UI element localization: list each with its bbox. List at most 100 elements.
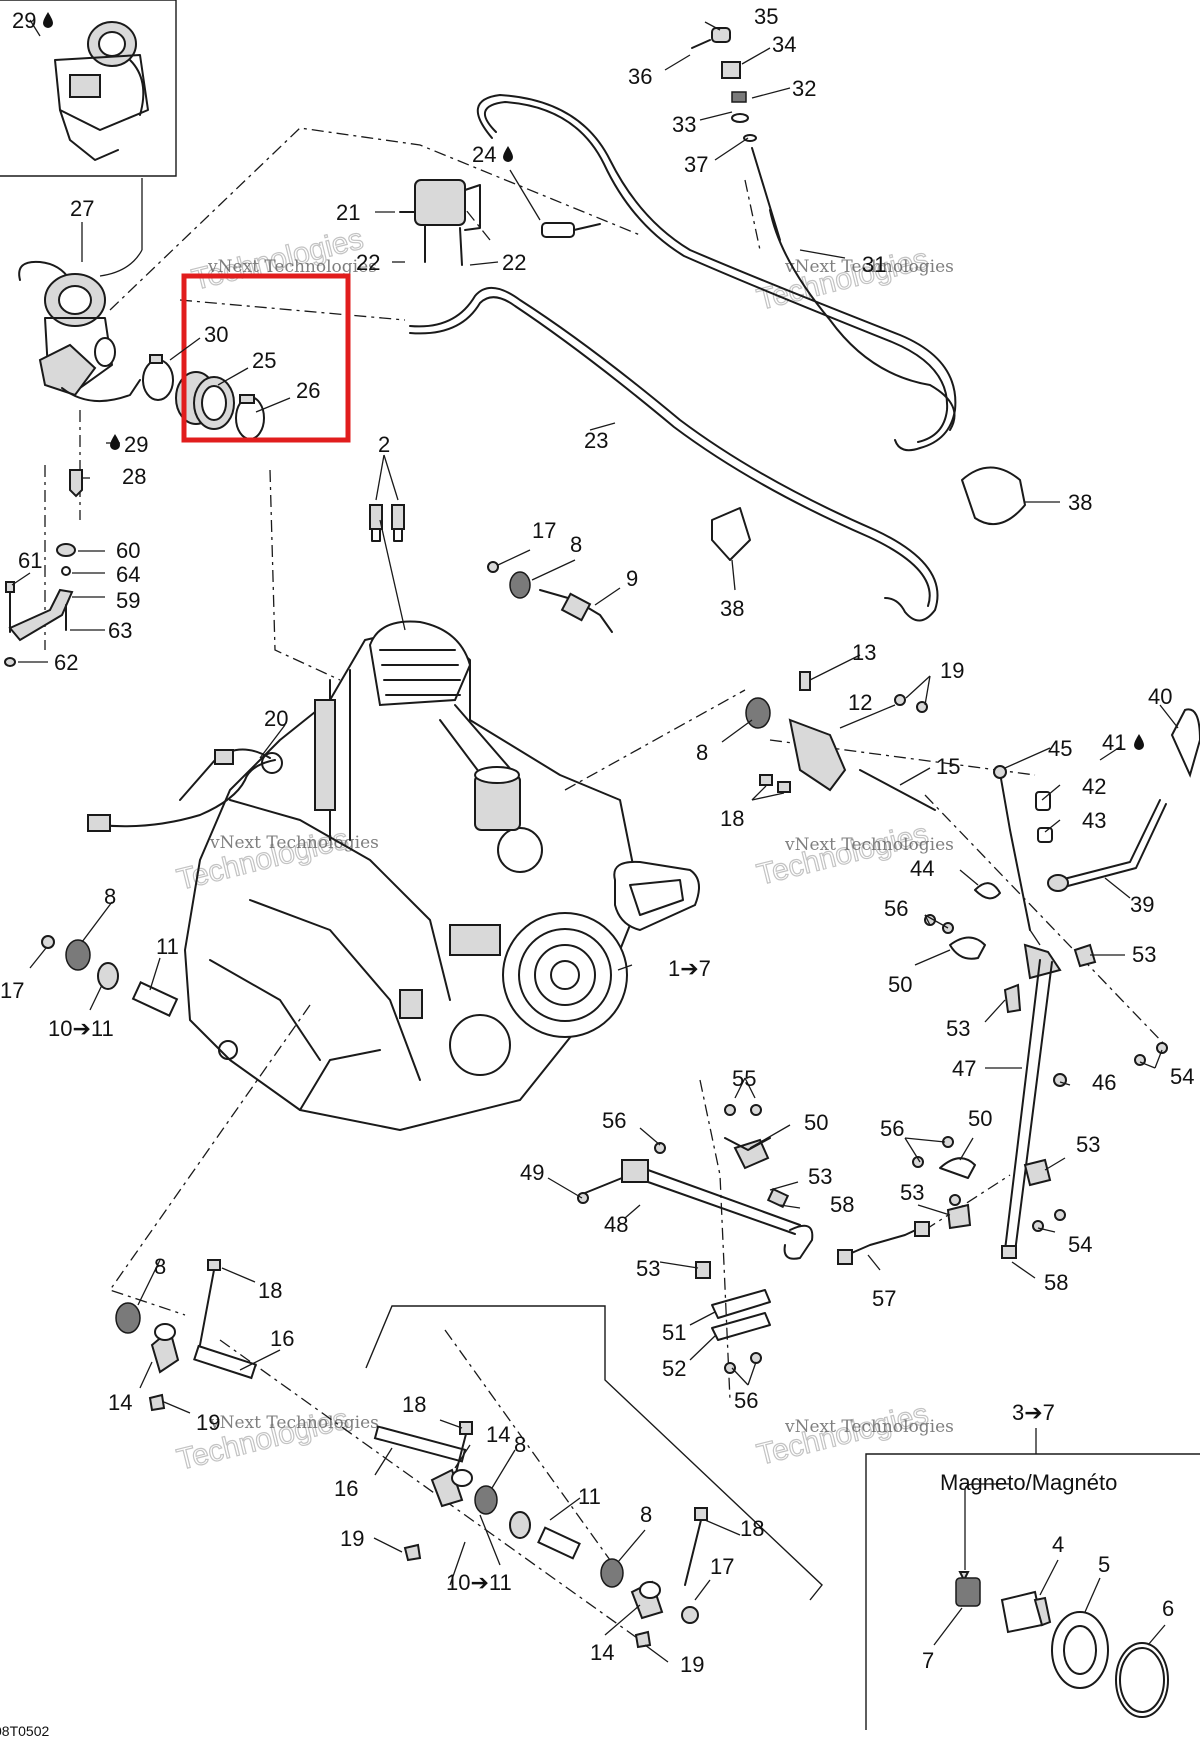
callout-8-left: 8 <box>104 884 116 909</box>
pivot-hardware <box>4 469 83 667</box>
callout-58-a: 58 <box>830 1192 854 1217</box>
callout-56-c: 56 <box>734 1388 758 1413</box>
gasket-38-right <box>961 466 1026 526</box>
callout-46: 46 <box>1092 1070 1116 1095</box>
ignition-coil <box>399 179 601 266</box>
callout-19-rear-left: 19 <box>196 1410 220 1435</box>
callout-8-front: 8 <box>696 740 708 765</box>
callout-3-7: 3➔7 <box>1012 1400 1055 1425</box>
diagram-code: 08T0502 <box>0 1723 49 1739</box>
callout-19-top: 19 <box>940 658 964 683</box>
magneto-inset-frame <box>865 1453 1200 1730</box>
callout-18-rear-left: 18 <box>258 1278 282 1303</box>
breather-fitting <box>487 561 613 633</box>
cable-31 <box>769 209 956 431</box>
carburetor-inset-part <box>54 21 149 161</box>
callout-8-rear-left: 8 <box>154 1254 166 1279</box>
svg-text:vNext Technologies: vNext Technologies <box>784 835 954 855</box>
callout-53-f: 53 <box>900 1180 924 1205</box>
spark-plugs <box>369 504 405 542</box>
callout-64: 64 <box>116 562 140 587</box>
carburetor-inset-frame <box>0 0 177 177</box>
wire-harness-20 <box>87 749 283 832</box>
callout-1-7: 1➔7 <box>668 956 711 981</box>
callout-17-top: 17 <box>532 518 556 543</box>
shift-lever <box>974 708 1200 1259</box>
callout-37: 37 <box>684 152 708 177</box>
callout-39: 39 <box>1130 892 1154 917</box>
magneto-parts <box>955 1483 1169 1718</box>
callout-53-d: 53 <box>636 1256 660 1281</box>
callout-48: 48 <box>604 1212 628 1237</box>
callout-10-11-rear: 10➔11 <box>446 1570 512 1595</box>
throttle-cable <box>476 94 957 452</box>
watermark: Technologies vNext Technologies Technolo… <box>173 222 954 1478</box>
svg-text:vNext Technologies: vNext Technologies <box>784 257 954 277</box>
callout-35: 35 <box>754 4 778 29</box>
shift-linkage <box>577 914 1168 1374</box>
callout-8-rear-right: 8 <box>640 1502 652 1527</box>
callout-26: 26 <box>296 378 320 403</box>
callout-59: 59 <box>116 588 140 613</box>
callout-13: 13 <box>852 640 876 665</box>
callout-63: 63 <box>108 618 132 643</box>
callout-56-b: 56 <box>602 1108 626 1133</box>
callout-22-right: 22 <box>502 250 526 275</box>
callout-14-rear-left: 14 <box>108 1390 132 1415</box>
callout-15: 15 <box>936 754 960 779</box>
callout-36: 36 <box>628 64 652 89</box>
callout-53-a: 53 <box>1132 942 1156 967</box>
callout-19-rear-right: 19 <box>680 1652 704 1677</box>
callout-14-rear-mid: 14 <box>486 1422 510 1447</box>
intake-clamp-26 <box>235 394 265 440</box>
callout-24: 24 <box>472 142 496 167</box>
rear-mount-set-right <box>373 1421 708 1649</box>
callout-2: 2 <box>378 432 390 457</box>
callout-56-a: 56 <box>884 896 908 921</box>
callout-11-rear: 11 <box>578 1484 601 1509</box>
callout-17-rear: 17 <box>710 1554 734 1579</box>
callout-11-left: 11 <box>156 934 179 959</box>
callout-38-left: 38 <box>720 596 744 621</box>
throttle-screw-stack <box>691 27 781 241</box>
callout-53-b: 53 <box>946 1016 970 1041</box>
callout-50-c: 50 <box>968 1106 992 1131</box>
callout-28: 28 <box>122 464 146 489</box>
callout-40: 40 <box>1148 684 1172 709</box>
callout-18-rear-right: 18 <box>740 1516 764 1541</box>
callout-labels: 29 27 30 25 26 29 28 60 64 61 59 63 62 2… <box>0 4 1194 1739</box>
intake-clamp-30 <box>142 354 174 401</box>
callout-52: 52 <box>662 1356 686 1381</box>
callout-54-a: 54 <box>1170 1064 1194 1089</box>
callout-4: 4 <box>1052 1532 1064 1557</box>
callout-33: 33 <box>672 112 696 137</box>
svg-text:vNext Technologies: vNext Technologies <box>209 833 379 853</box>
callout-32: 32 <box>792 76 816 101</box>
callout-56-d: 56 <box>880 1116 904 1141</box>
rear-mount-set-left <box>115 1259 257 1412</box>
callout-49: 49 <box>520 1160 544 1185</box>
callout-44: 44 <box>910 856 934 881</box>
callout-10-11-left: 10➔11 <box>48 1016 114 1041</box>
carburetor-inset-arrow-curve <box>99 249 143 277</box>
callout-20: 20 <box>264 706 288 731</box>
callout-34: 34 <box>772 32 796 57</box>
callout-50-a: 50 <box>888 972 912 997</box>
callout-53-c: 53 <box>808 1164 832 1189</box>
assembly-lines <box>44 127 1166 1641</box>
callout-43: 43 <box>1082 808 1106 833</box>
callout-53-e: 53 <box>1076 1132 1100 1157</box>
bracket-frame <box>365 1305 823 1601</box>
callout-18-front: 18 <box>720 806 744 831</box>
engine <box>179 620 700 1131</box>
fuel-drop-icon <box>110 434 120 450</box>
callout-21: 21 <box>336 200 360 225</box>
carburetor <box>18 260 141 403</box>
callout-58-b: 58 <box>1044 1270 1068 1295</box>
svg-text:Technologies: Technologies <box>754 242 932 316</box>
callout-51: 51 <box>662 1320 686 1345</box>
fuel-drop-icon <box>43 12 53 28</box>
highlight-box <box>181 273 351 443</box>
callout-8-rear-mid: 8 <box>514 1432 526 1457</box>
